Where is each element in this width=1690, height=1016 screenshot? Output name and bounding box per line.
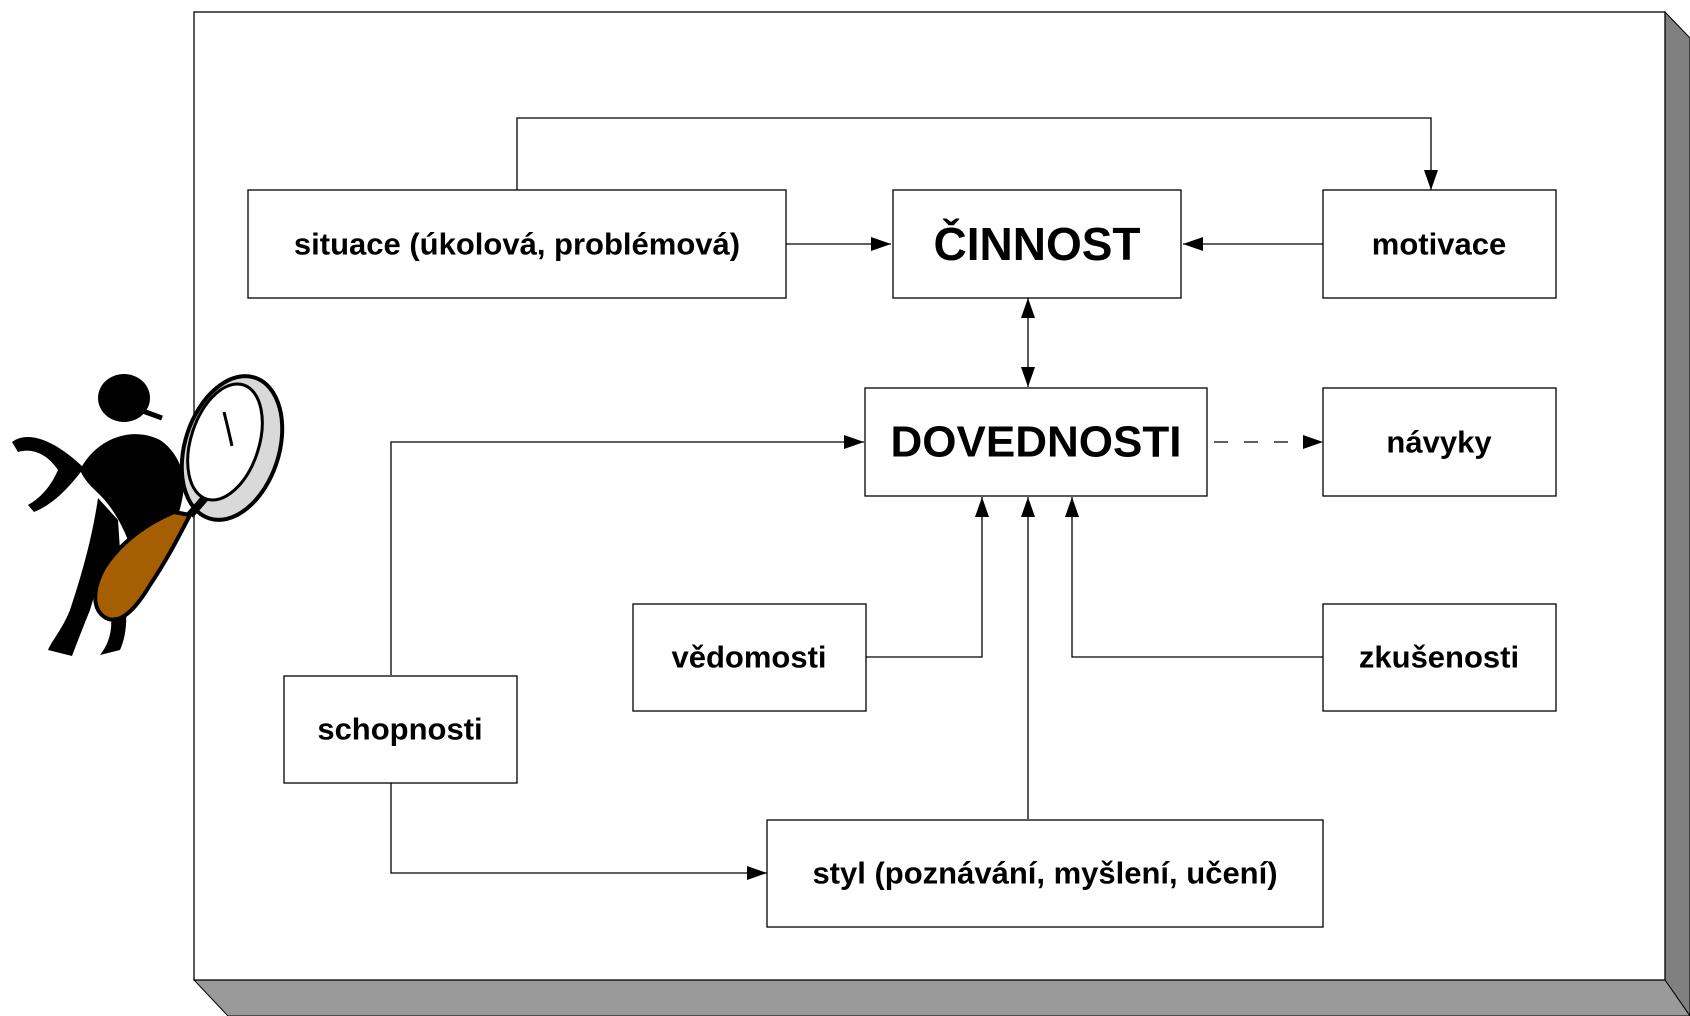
node-situace-box (247, 189, 787, 299)
magnifier-lens-glass (186, 382, 264, 502)
figure-head (98, 374, 150, 422)
person-with-magnifying-glass-icon (12, 374, 285, 656)
node-schopnosti-box (283, 675, 518, 784)
node-dovednosti: DOVEDNOSTI (864, 387, 1208, 497)
node-schopnosti: schopnosti (283, 675, 518, 784)
node-navyky: návyky (1322, 387, 1557, 497)
connector-zkusenosti-to-dovednosti (1065, 497, 1323, 658)
connector-schopnosti-to-dovednosti (390, 435, 864, 675)
node-dovednosti-label: DOVEDNOSTI (891, 418, 1182, 467)
connector-schopnosti-to-styl (390, 783, 767, 880)
figure-arm (12, 437, 84, 512)
node-styl-box (766, 819, 1324, 928)
panel-bottom-side (192, 979, 1690, 1016)
node-motivace-box (1322, 189, 1557, 299)
node-zkusenosti-label: zkušenosti (1359, 640, 1519, 675)
node-zkusenosti: zkušenosti (1322, 603, 1557, 712)
connector-vedomosti-to-dovednosti (866, 497, 989, 658)
node-motivace: motivace (1322, 189, 1557, 299)
panel-right-side (1664, 10, 1690, 1016)
connectors (390, 117, 1438, 880)
figure-legs (48, 498, 127, 656)
magnifier-handle (93, 509, 194, 622)
node-navyky-box (1322, 387, 1557, 497)
node-styl-label: styl (poznávání, myšlení, učení) (812, 856, 1277, 891)
node-navyky-label: návyky (1386, 425, 1492, 460)
node-dovednosti-box (864, 387, 1208, 497)
node-zkusenosti-box (1322, 603, 1557, 712)
node-styl: styl (poznávání, myšlení, učení) (766, 819, 1324, 928)
node-cinnost: ČINNOST (892, 189, 1182, 299)
node-situace-label: situace (úkolová, problémová) (294, 227, 740, 262)
node-vedomosti: vědomosti (632, 603, 867, 712)
node-situace: situace (úkolová, problémová) (247, 189, 787, 299)
connector-situace-to-motivace (516, 117, 1438, 190)
node-schopnosti-label: schopnosti (317, 712, 482, 747)
node-vedomosti-box (632, 603, 867, 712)
node-motivace-label: motivace (1372, 227, 1506, 262)
node-cinnost-label: ČINNOST (934, 218, 1141, 270)
node-vedomosti-label: vědomosti (671, 640, 826, 675)
node-cinnost-box (892, 189, 1182, 299)
